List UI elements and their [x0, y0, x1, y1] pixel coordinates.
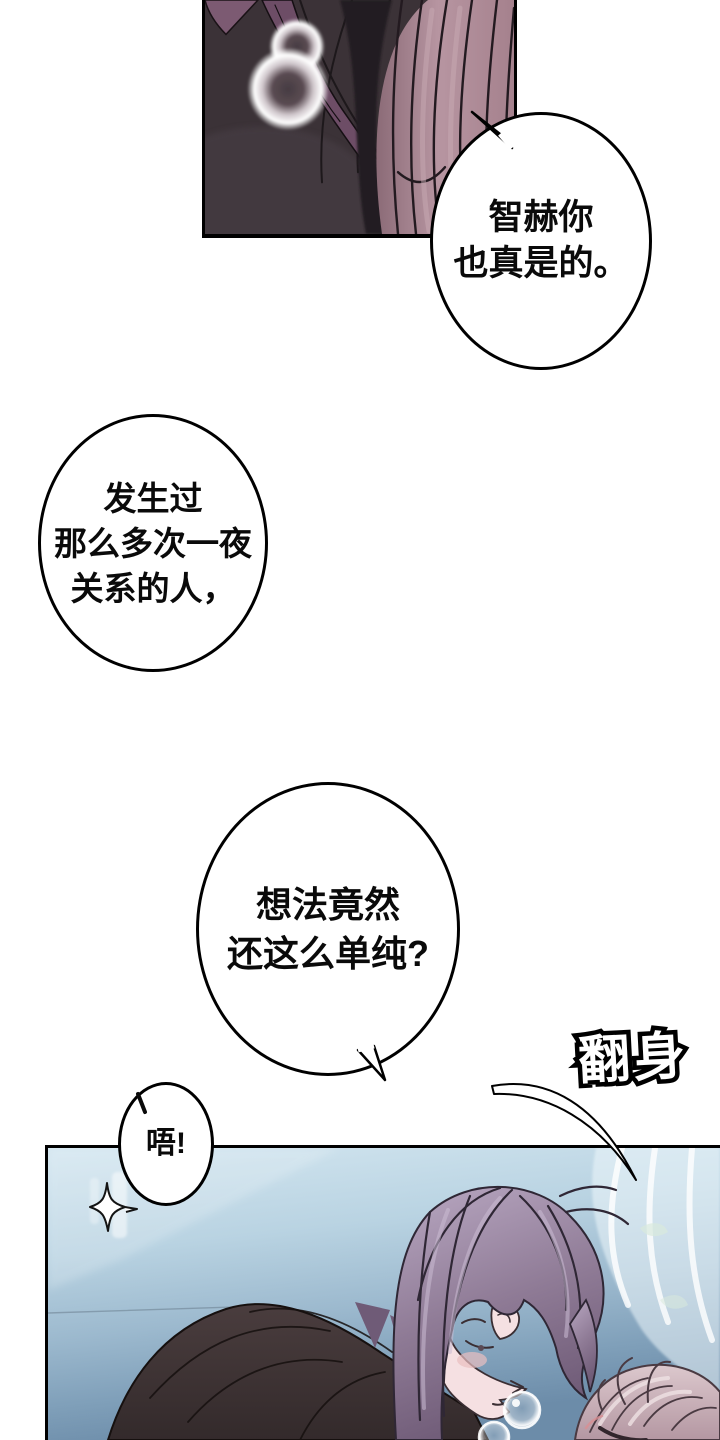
character-light-hair [573, 1357, 720, 1440]
comic-panel-bottom [45, 1145, 720, 1440]
bubble-1-line-1: 智赫你 [488, 198, 594, 237]
bubble-3-line-2: 还这么单纯? [227, 933, 429, 974]
corner-hair-wisp [205, 0, 260, 36]
hair-shadow-band [340, 0, 392, 234]
speech-bubble-2: 发生过 那么多次一夜 关系的人， [38, 414, 268, 672]
air-bubbles [477, 1390, 542, 1440]
second-blush-line [584, 1414, 604, 1430]
bubble-4-line-1: 唔! [146, 1127, 186, 1160]
leaf-accent [640, 1223, 668, 1237]
bubble-2-line-2: 那么多次一夜 [54, 524, 252, 562]
purple-hair-highlights [421, 1196, 570, 1410]
fuzzy-puff [247, 18, 329, 131]
second-hair-strands [589, 1377, 717, 1433]
bubble-1-line-2: 也真是的。 [453, 244, 629, 283]
panel-top-art [205, 0, 514, 234]
clothing-shading [205, 126, 382, 234]
second-hair-highlights [598, 1376, 692, 1426]
panel-bottom-art [48, 1148, 720, 1440]
bubble-2-line-3: 关系的人， [70, 569, 236, 607]
eye-iris [478, 1345, 484, 1351]
bubble-3-line-1: 想法竟然 [255, 884, 400, 925]
ahoge-strands [597, 1357, 671, 1411]
sfx-flip-sound-text: 翻身 [572, 1023, 694, 1096]
speech-bubble-4: 唔! [118, 1082, 214, 1206]
bubble-2-line-1: 发生过 [103, 479, 203, 517]
cheek-blush [457, 1352, 487, 1368]
speech-bubble-1: 智赫你 也真是的。 [430, 112, 652, 370]
speech-bubble-3: 想法竟然 还这么单纯? [196, 782, 460, 1076]
character-purple-hair-man [392, 1185, 630, 1440]
closed-eye-lashes [598, 1426, 648, 1440]
sparkle-icon [89, 1182, 138, 1232]
comic-panel-top [202, 0, 517, 238]
long-hair-strand [568, 1298, 598, 1393]
